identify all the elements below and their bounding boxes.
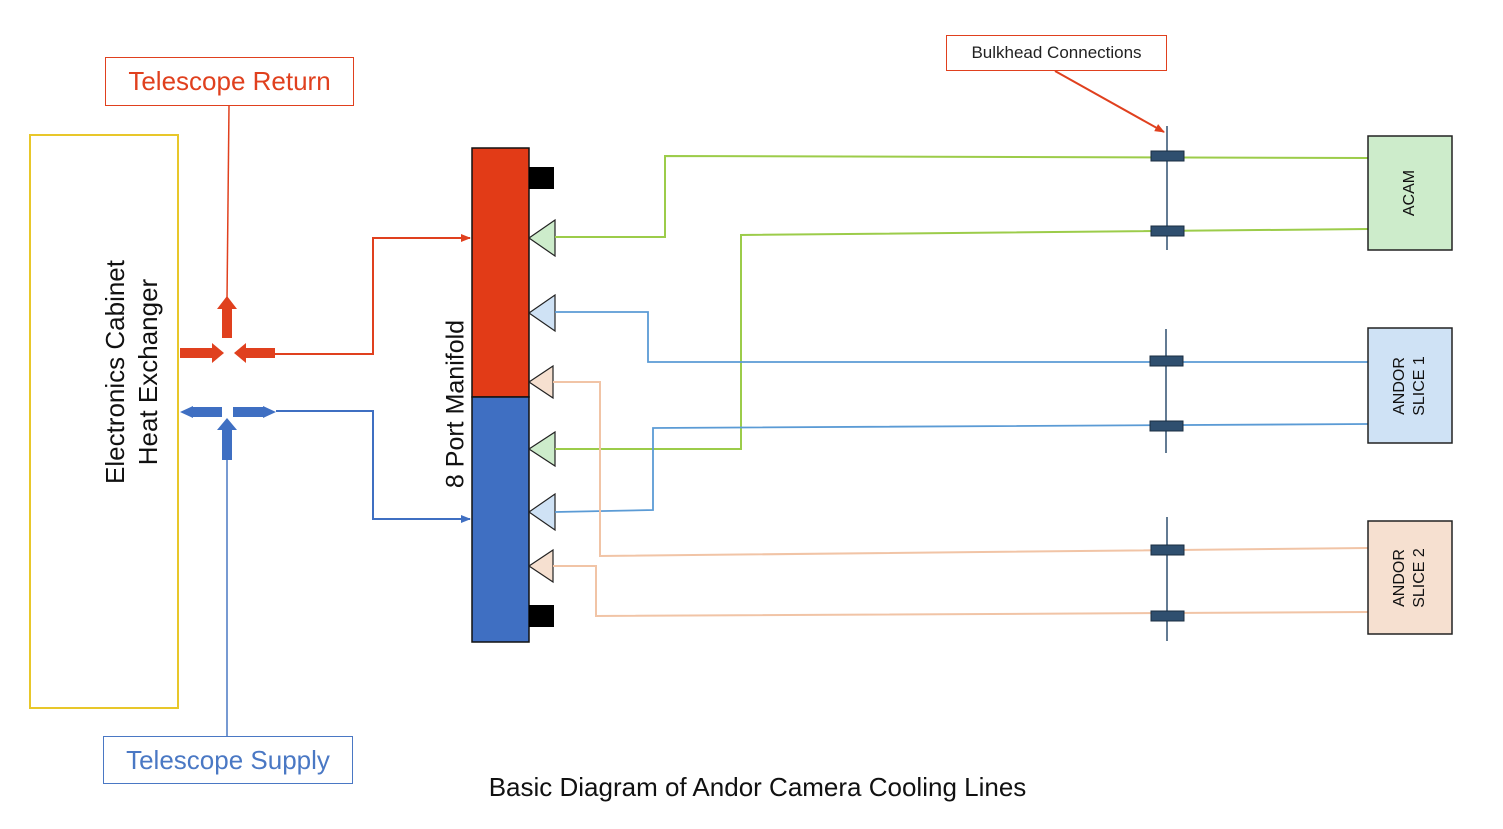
manifold-plug-top [529,167,554,189]
andor-slice1-box [1367,327,1453,444]
acam-line-1 [555,154,1369,238]
bulkhead-leader-line [1054,70,1165,133]
acam-box [1367,135,1453,251]
andor-slice2-box [1367,520,1453,635]
bulkhead-fitting [1149,420,1184,432]
port-acam-return [527,218,556,258]
telescope-return-text: Telescope Return [128,66,331,96]
bulkhead-fitting [1149,355,1184,367]
bulkhead-connections-text: Bulkhead Connections [971,43,1142,62]
port-slice2-return [527,364,554,400]
bulkhead-fitting [1150,544,1185,556]
slice2-line-1 [553,381,1369,558]
supply-flow-arrows [180,406,276,460]
telescope-supply-text: Telescope Supply [126,744,330,775]
return-flow-arrows [180,296,275,363]
heat-exchanger-label-line1: Electronics Cabinet [100,260,130,484]
acam-label-line1: ACAM [1401,169,1418,217]
diagram-caption: Basic Diagram of Andor Camera Cooling Li… [488,772,1027,802]
slice1-line-2 [554,423,1369,513]
port-slice1-return [527,293,556,333]
andor-slice2-label: ANDOR SLICE 2 [1390,548,1430,608]
heat-exchanger-box [29,134,179,709]
manifold-plug-bottom [529,605,554,627]
bulkhead-fittings [1149,150,1185,622]
telescope-supply-label: Telescope Supply [103,736,353,784]
andor-slice1-label-line1: ANDOR [1391,357,1408,415]
port-acam-supply [527,430,556,468]
port-slice1-supply [527,492,556,532]
manifold-return-section [471,147,530,398]
port-slice2-supply [527,548,554,584]
bulkhead-fitting [1150,150,1185,162]
heat-exchanger-label: Electronics Cabinet Heat Exchanger [99,260,165,484]
supply-line [276,410,471,523]
andor-slice2-label-line1: ANDOR [1391,549,1408,607]
bulkhead-fitting [1150,225,1185,237]
return-leader-line [226,105,230,301]
heat-exchanger-label-line2: Heat Exchanger [133,278,163,466]
acam-label: ACAM [1400,170,1420,216]
return-line [275,234,471,355]
andor-slice1-label: ANDOR SLICE 1 [1390,356,1430,416]
acam-line-2 [555,228,1369,450]
andor-slice2-label-line2: SLICE 2 [1411,548,1428,608]
telescope-return-label: Telescope Return [105,57,354,106]
andor-slice1-label-line2: SLICE 1 [1411,356,1428,416]
manifold-label: 8 Port Manifold [441,319,470,489]
slice2-line-2 [553,565,1369,618]
slice1-line-1 [555,311,1368,363]
bulkhead-connections-label: Bulkhead Connections [946,35,1167,71]
bulkhead-fitting [1150,610,1185,622]
manifold-supply-section [471,396,530,643]
